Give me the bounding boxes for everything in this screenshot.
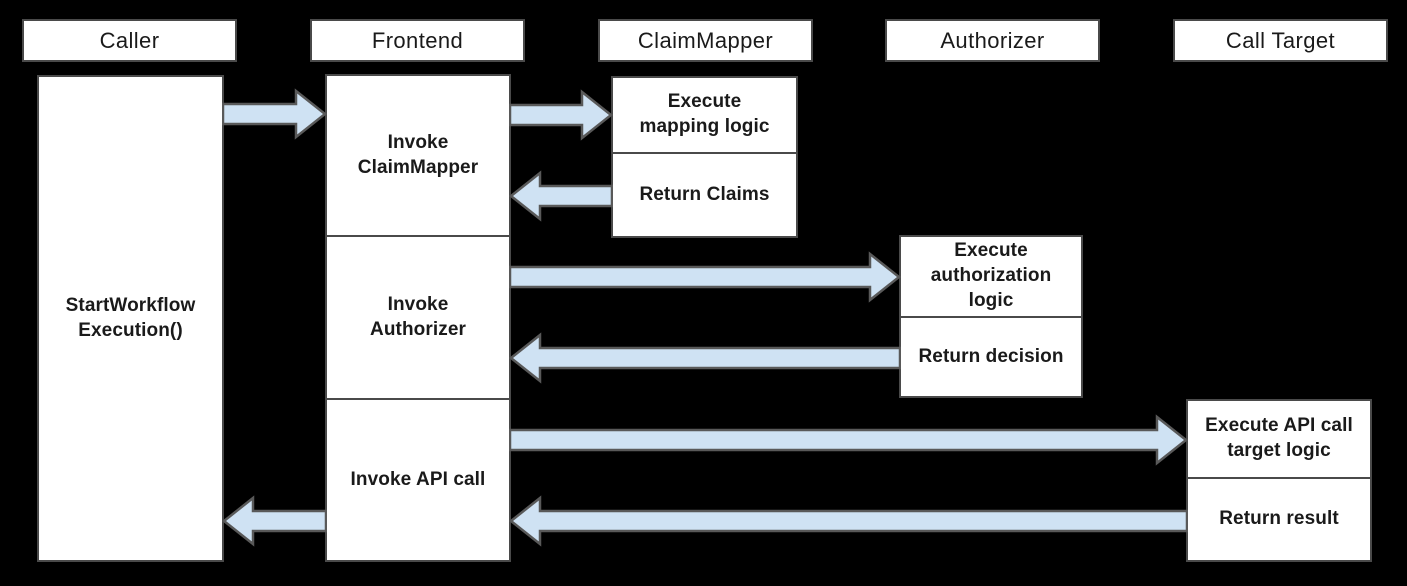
arrow-authorizer-to-frontend bbox=[509, 332, 901, 384]
arrow-claimmapper-to-frontend bbox=[509, 170, 613, 222]
step-return-claims: Return Claims bbox=[611, 152, 798, 238]
step-execute-api-call-target-logic: Execute API call target logic bbox=[1186, 399, 1372, 479]
actor-header-call-target: Call Target bbox=[1173, 19, 1388, 62]
step-return-result: Return result bbox=[1186, 477, 1372, 562]
actor-header-frontend: Frontend bbox=[310, 19, 525, 62]
actor-header-authorizer: Authorizer bbox=[885, 19, 1100, 62]
arrow-frontend-to-authorizer bbox=[509, 251, 901, 303]
actor-header-caller: Caller bbox=[22, 19, 237, 62]
activation-frontend-invoke-api-call: Invoke API call bbox=[325, 398, 511, 562]
arrow-caller-to-frontend bbox=[222, 88, 327, 140]
arrow-frontend-to-claimmapper bbox=[509, 89, 613, 141]
activation-frontend-invoke-authorizer: Invoke Authorizer bbox=[325, 235, 511, 400]
activation-frontend-invoke-claimmapper: Invoke ClaimMapper bbox=[325, 74, 511, 237]
arrow-frontend-to-call-target bbox=[509, 414, 1188, 466]
actor-header-claimmapper: ClaimMapper bbox=[598, 19, 813, 62]
step-execute-mapping-logic: Execute mapping logic bbox=[611, 76, 798, 154]
arrow-frontend-to-caller bbox=[222, 495, 327, 547]
arrow-call-target-to-frontend bbox=[509, 495, 1188, 547]
step-return-decision: Return decision bbox=[899, 316, 1083, 398]
step-execute-authorization-logic: Execute authorization logic bbox=[899, 235, 1083, 318]
activation-caller-startworkflowexecution: StartWorkflow Execution() bbox=[37, 75, 224, 562]
